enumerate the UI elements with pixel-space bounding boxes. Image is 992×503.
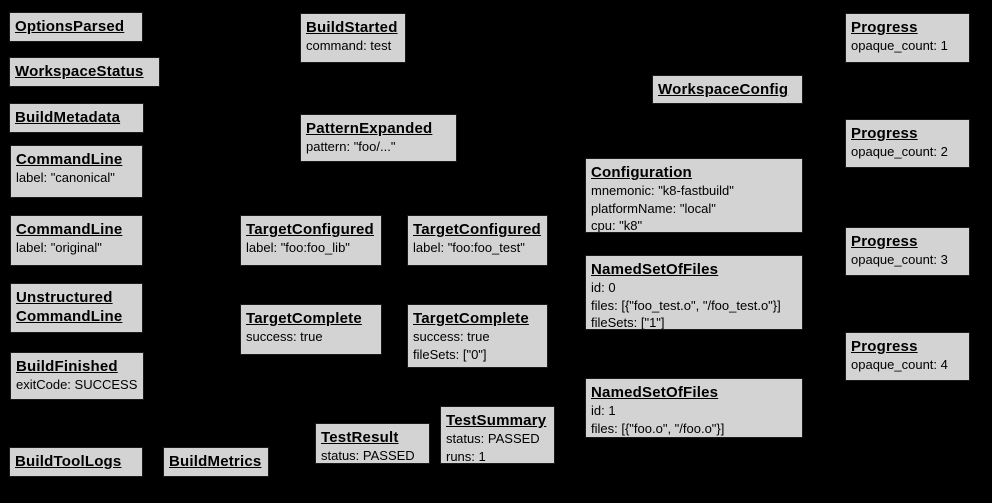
node-attribute: id: 1 xyxy=(591,403,616,418)
node-title: BuildStarted xyxy=(306,19,398,36)
node-attribute: label: "foo:foo_test" xyxy=(413,240,525,255)
node-configuration: Configuration mnemonic: "k8-fastbuild" pl… xyxy=(585,158,803,233)
node-attribute: fileSets: ["0"] xyxy=(413,346,487,362)
node-title: Unstructured CommandLine xyxy=(16,289,123,325)
node-options-parsed: OptionsParsed xyxy=(9,12,143,42)
node-named-set-of-files-1: NamedSetOfFiles id: 1 files: [{"foo.o", "… xyxy=(585,378,803,438)
node-attribute: files: [{"foo_test.o", "/foo_test.o"}] xyxy=(591,297,781,313)
node-attribute: opaque_count: 3 xyxy=(851,252,948,267)
node-unstructured-command-line: Unstructured CommandLine xyxy=(10,283,143,333)
node-attribute: status: PASSED xyxy=(446,431,540,446)
node-title: Progress xyxy=(851,19,918,36)
node-title: WorkspaceStatus xyxy=(15,63,144,80)
node-attribute: label: "original" xyxy=(16,240,102,255)
node-title: TargetComplete xyxy=(246,310,362,327)
node-title: PatternExpanded xyxy=(306,120,433,137)
node-build-tool-logs: BuildToolLogs xyxy=(9,447,143,477)
node-title: TargetComplete xyxy=(413,310,529,327)
node-progress-2: Progress opaque_count: 2 xyxy=(845,119,970,168)
node-title: BuildToolLogs xyxy=(15,453,122,470)
node-target-configured-foo-lib: TargetConfigured label: "foo:foo_lib" xyxy=(240,215,382,266)
node-attribute: label: "canonical" xyxy=(16,170,115,185)
node-target-configured-foo-test: TargetConfigured label: "foo:foo_test" xyxy=(407,215,548,266)
node-attribute: label: "foo:foo_lib" xyxy=(246,240,350,255)
node-build-metadata: BuildMetadata xyxy=(9,103,144,133)
node-target-complete-foo-lib: TargetComplete success: true xyxy=(240,304,382,355)
node-attribute: exitCode: SUCCESS xyxy=(16,377,138,392)
node-title: TargetConfigured xyxy=(246,221,374,238)
node-attribute: id: 0 xyxy=(591,280,616,295)
node-title: CommandLine xyxy=(16,151,123,168)
node-title: BuildMetadata xyxy=(15,109,121,126)
node-attribute: command: test xyxy=(306,38,392,53)
node-title: TargetConfigured xyxy=(413,221,541,238)
node-title: WorkspaceConfig xyxy=(658,81,789,98)
node-progress-4: Progress opaque_count: 4 xyxy=(845,332,970,381)
node-test-summary: TestSummary status: PASSED runs: 1 xyxy=(440,406,555,464)
node-test-result: TestResult status: PASSED xyxy=(315,423,430,464)
node-title: BuildMetrics xyxy=(169,453,262,470)
node-attribute: cpu: "k8" xyxy=(591,218,643,233)
node-build-metrics: BuildMetrics xyxy=(163,447,269,477)
node-title: Progress xyxy=(851,125,918,142)
node-attribute: runs: 1 xyxy=(446,448,486,464)
node-attribute: success: true xyxy=(413,329,490,344)
node-workspace-config: WorkspaceConfig xyxy=(652,75,803,104)
node-title: Configuration xyxy=(591,164,692,181)
node-attribute: files: [{"foo.o", "/foo.o"}] xyxy=(591,420,725,436)
node-attribute: platformName: "local" xyxy=(591,200,716,216)
node-target-complete-foo-test: TargetComplete success: true fileSets: ["… xyxy=(407,304,548,368)
node-attribute: success: true xyxy=(246,329,323,344)
node-title: TestSummary xyxy=(446,412,547,429)
node-attribute: status: PASSED xyxy=(321,448,415,463)
node-attribute: opaque_count: 4 xyxy=(851,357,948,372)
node-title: Progress xyxy=(851,233,918,250)
node-workspace-status: WorkspaceStatus xyxy=(9,57,160,87)
node-command-line-original: CommandLine label: "original" xyxy=(10,215,143,266)
node-title: NamedSetOfFiles xyxy=(591,384,719,401)
node-progress-1: Progress opaque_count: 1 xyxy=(845,13,970,63)
node-title: OptionsParsed xyxy=(15,18,125,35)
node-progress-3: Progress opaque_count: 3 xyxy=(845,227,970,276)
node-title: BuildFinished xyxy=(16,358,118,375)
node-named-set-of-files-0: NamedSetOfFiles id: 0 files: [{"foo_test.… xyxy=(585,255,803,330)
node-build-started: BuildStarted command: test xyxy=(300,13,406,63)
node-command-line-canonical: CommandLine label: "canonical" xyxy=(10,145,143,198)
node-pattern-expanded: PatternExpanded pattern: "foo/..." xyxy=(300,114,457,162)
node-title: TestResult xyxy=(321,429,399,446)
node-attribute: mnemonic: "k8-fastbuild" xyxy=(591,183,734,198)
node-attribute: pattern: "foo/..." xyxy=(306,139,396,154)
node-build-finished: BuildFinished exitCode: SUCCESS xyxy=(10,352,144,400)
node-attribute: opaque_count: 1 xyxy=(851,38,948,53)
node-title: NamedSetOfFiles xyxy=(591,261,719,278)
node-attribute: opaque_count: 2 xyxy=(851,144,948,159)
node-attribute: fileSets: ["1"] xyxy=(591,315,665,330)
node-title: Progress xyxy=(851,338,918,355)
node-title: CommandLine xyxy=(16,221,123,238)
